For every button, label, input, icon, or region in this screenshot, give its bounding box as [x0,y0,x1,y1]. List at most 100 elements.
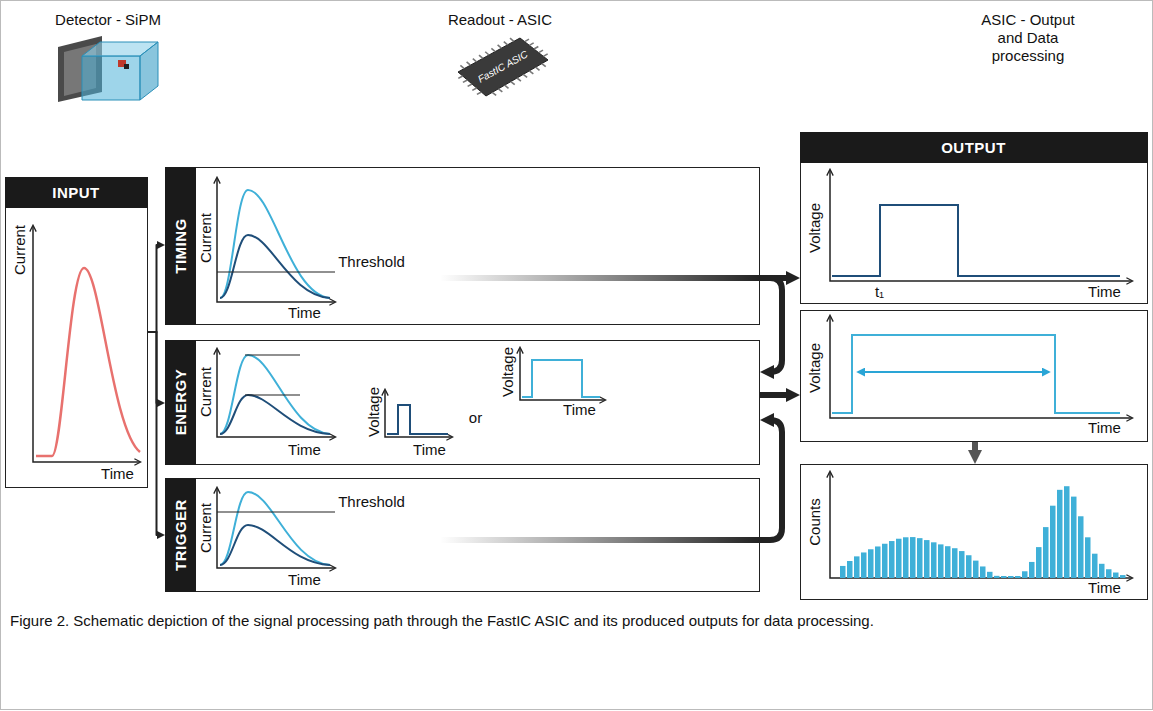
histogram-bar [1078,516,1084,578]
panel-heading: INPUT [52,184,100,201]
panel-box: TRIGGER Current ThresholdTime [165,478,760,592]
histogram-bar [938,544,944,578]
histogram-bar [980,566,986,578]
axis-label: Time [1088,579,1121,596]
chip-pin [510,38,514,41]
flow-arrow [148,245,161,332]
axis-label: Time [288,441,321,458]
flow-arrow [972,442,978,456]
histogram-bar [896,539,902,578]
axis-label: Time [1088,283,1121,300]
histogram-bar [1015,576,1021,578]
histogram-bar [868,549,874,578]
histogram-bar [1120,575,1126,578]
histogram-bar [917,538,923,578]
axis-label: Current [197,502,214,552]
axis-label: Time [413,441,446,458]
chip-pin [477,92,481,94]
histogram-bar [875,546,881,578]
histogram-bar [987,572,993,578]
panel-box: CountsTime [800,464,1148,600]
histogram-bar [1064,486,1070,578]
sipm-illustration [58,36,158,102]
axis-label: Current [197,212,214,262]
chip-pin [472,88,476,90]
flow-arrow [760,278,782,372]
histogram-bar [889,541,895,578]
chip-pin [492,92,496,95]
axis-label: Current [197,366,214,416]
plot-axes [33,170,1132,578]
histogram-bar [1113,573,1119,578]
chip-pin [539,50,543,53]
histogram-bar [1071,497,1077,578]
header-band: INPUT [5,177,148,208]
axis-label: Voltage [806,342,823,392]
histogram-bar [1043,527,1049,578]
axis-label: Time [563,401,596,418]
histogram-bar [1036,547,1042,578]
axis-label: t₁ [875,283,884,300]
panel-heading: OUTPUT [941,139,1006,156]
panel-box: TIMINGCurrentThresholdTime [165,167,760,325]
chip-pin [467,62,471,65]
figure-caption: Figure 2. Schematic depiction of the sig… [10,612,1143,629]
histogram-bar [861,552,867,578]
chip-pin [463,80,467,82]
section-title: Readout - ASIC [448,11,552,29]
histogram-bar [1022,571,1028,578]
chip-pin [525,39,529,42]
panel-box: INPUTCurrentTime [5,177,148,488]
histogram-bar [910,537,916,578]
histogram-bars [840,486,1126,578]
asic-chip-illustration [458,38,548,96]
histogram-bar [903,537,909,578]
histogram-bar [973,561,979,578]
or-label: or [469,409,482,426]
histogram-bar [924,540,930,578]
histogram-bar [959,551,965,578]
panel-box: OUTPUT Voltage t₁ Time [800,132,1148,304]
chip-pin [504,42,508,45]
axis-label: Time [288,571,321,588]
header-band: TRIGGER [165,478,196,592]
chip-pin [468,84,472,86]
panel-box: VoltageTime [800,310,1148,442]
signal-curves [36,190,1120,565]
histogram-bar [1057,490,1063,578]
threshold-label: Threshold [338,493,405,510]
chip-pin [523,74,527,77]
panel-heading: TIMING [172,218,189,274]
histogram-bar [1029,562,1035,578]
chip-pin [542,64,546,67]
histogram-bar [854,556,860,578]
flow-arrow [760,392,792,398]
histogram-bar [847,561,853,578]
axis-label: Voltage [806,202,823,252]
arrow-tails [440,275,760,543]
chip-pin [543,54,547,57]
histogram-bar [1092,554,1098,578]
histogram-bar [945,546,951,578]
histogram-bar [952,548,958,578]
histogram-bar [931,542,937,578]
axis-label: Current [11,224,28,274]
chip-pin [529,43,533,46]
flow-arrow [148,332,161,403]
chip-pin [479,55,483,58]
chip-pin [529,71,533,74]
histogram-bar [1050,506,1056,578]
chip-pin [498,89,502,92]
header-band: OUTPUT [800,132,1148,163]
chip-pin [536,67,540,70]
chip-pin [458,76,462,78]
axis-label: Voltage [365,386,382,436]
histogram-bar [1001,576,1007,578]
flow-arrow [148,332,161,535]
section-title: Detector - SiPM [55,11,161,29]
flow-arrow [760,420,782,540]
histogram-bar [882,544,888,578]
histogram-bar [1099,564,1105,578]
axis-label: Time [1088,419,1121,436]
panel-heading: TRIGGER [172,499,189,571]
